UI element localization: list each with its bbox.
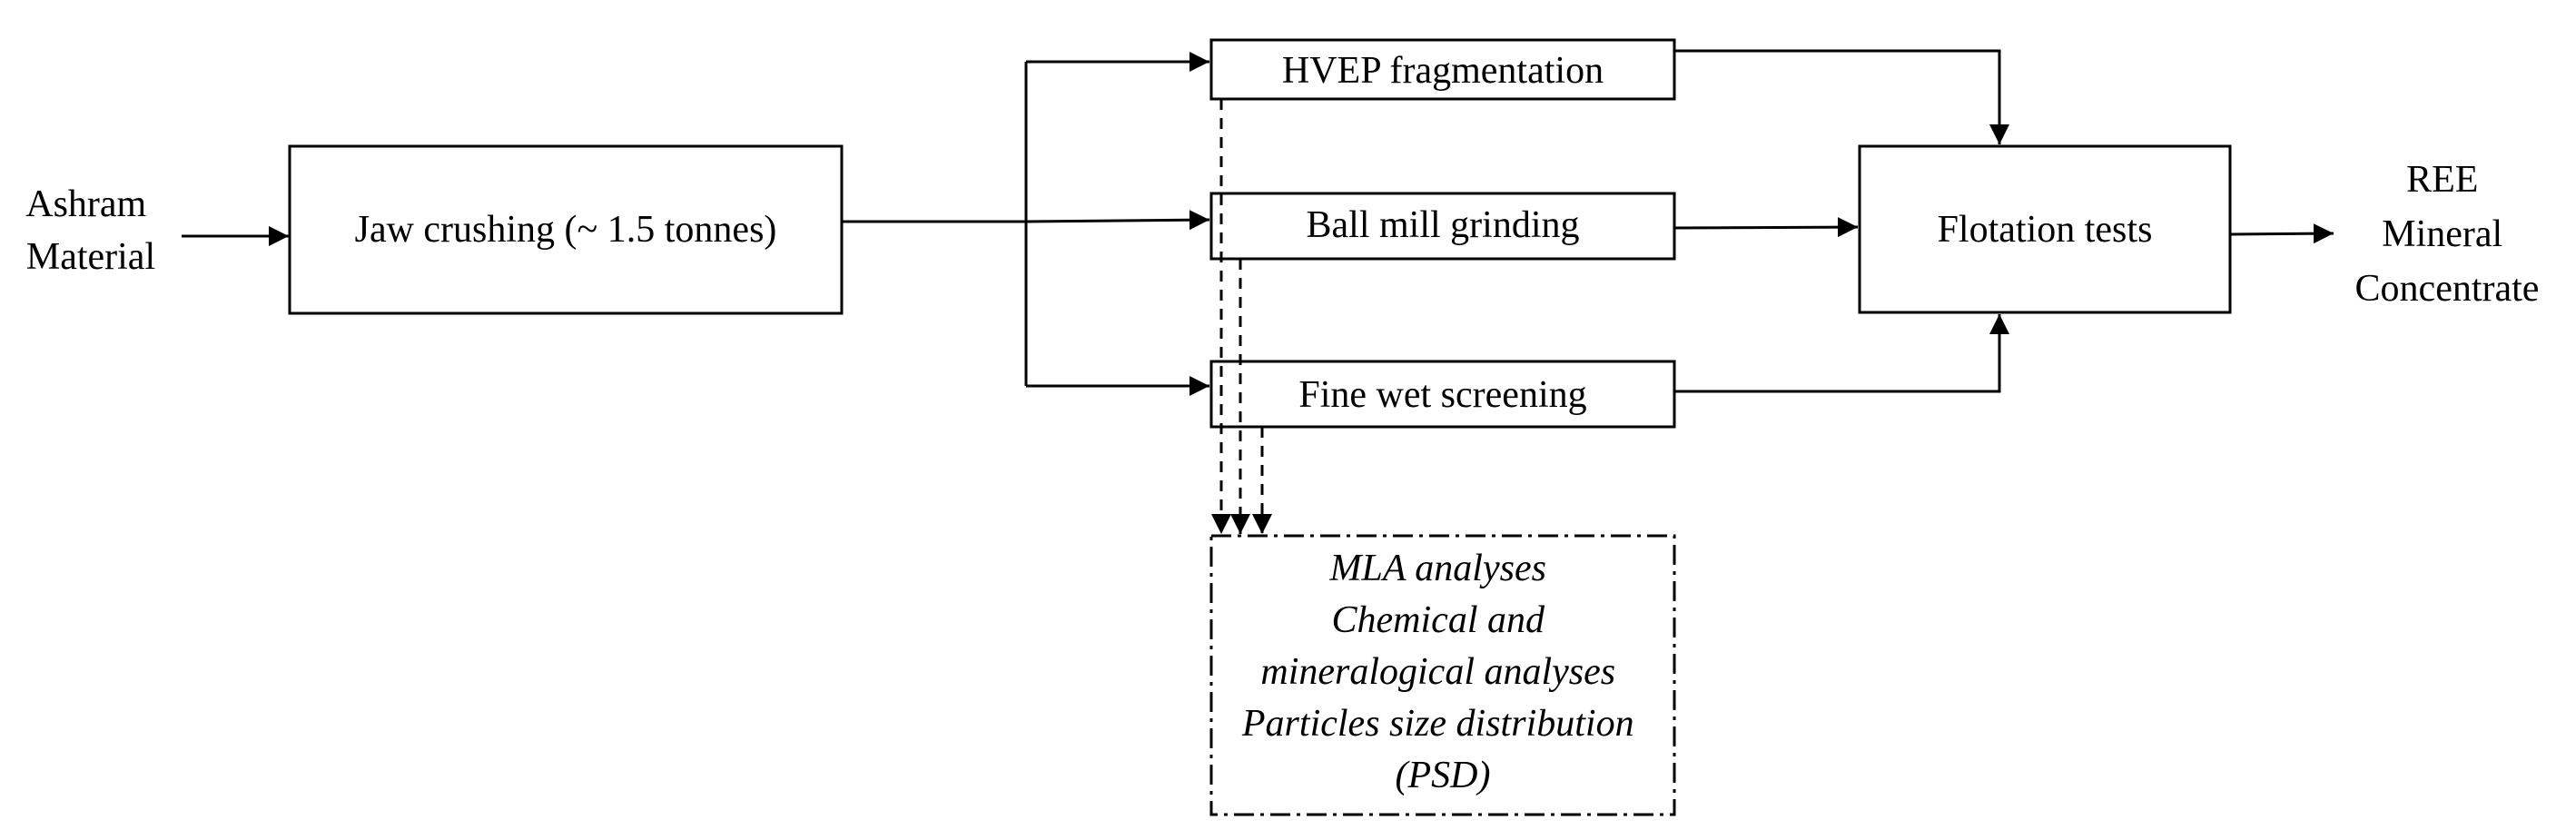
analyses-label: MLA analyses Chemical and mineralogical … [1241,548,1643,796]
input-label-line-1: Ashram [25,183,146,225]
screening-label: Fine wet screening [1298,374,1586,416]
ball-mill-node: Ball mill grinding [1209,192,1676,261]
input-label-line-2: Material [26,236,155,278]
arrow-screening-to-flotation [1674,314,2009,393]
input-label: Ashram Material [25,183,155,278]
hvep-box [1209,38,1676,101]
screening-node: Fine wet screening [1209,360,1676,429]
output-label-line-2: Mineral [2382,213,2502,255]
analyses-line-1: MLA analyses [1329,548,1546,589]
analyses-line-4: Particles size distribution [1241,703,1634,745]
flotation-box [1858,144,2232,314]
arrow-hvep-to-flotation [1674,49,2009,144]
jaw-crushing-box [288,144,844,315]
arrow-to-ball-mill [1025,210,1210,231]
screening-box [1209,360,1676,429]
output-label-line-3: Concentrate [2355,268,2540,310]
analyses-line-2: Chemical and [1332,599,1545,641]
analyses-node: MLA analyses Chemical and mineralogical … [1209,534,1676,816]
jaw-crushing-label: Jaw crushing (~ 1.5 tonnes) [355,209,777,251]
hvep-node: HVEP fragmentation [1209,38,1676,101]
output-label: REE Mineral Concentrate [2355,159,2540,310]
analyses-line-5: (PSD) [1396,755,1491,796]
arrow-flotation-to-output [2229,223,2334,244]
ball-mill-box [1209,192,1676,261]
output-label-line-1: REE [2406,159,2478,201]
hvep-label: HVEP fragmentation [1282,50,1604,92]
ball-mill-label: Ball mill grinding [1307,204,1580,246]
arrow-ball-mill-to-flotation [1673,217,1859,238]
flotation-label: Flotation tests [1938,209,2153,251]
analyses-line-3: mineralogical analyses [1260,651,1615,693]
flotation-node: Flotation tests [1858,144,2232,314]
jaw-crushing-node: Jaw crushing (~ 1.5 tonnes) [288,144,844,315]
analyses-box [1209,534,1676,816]
